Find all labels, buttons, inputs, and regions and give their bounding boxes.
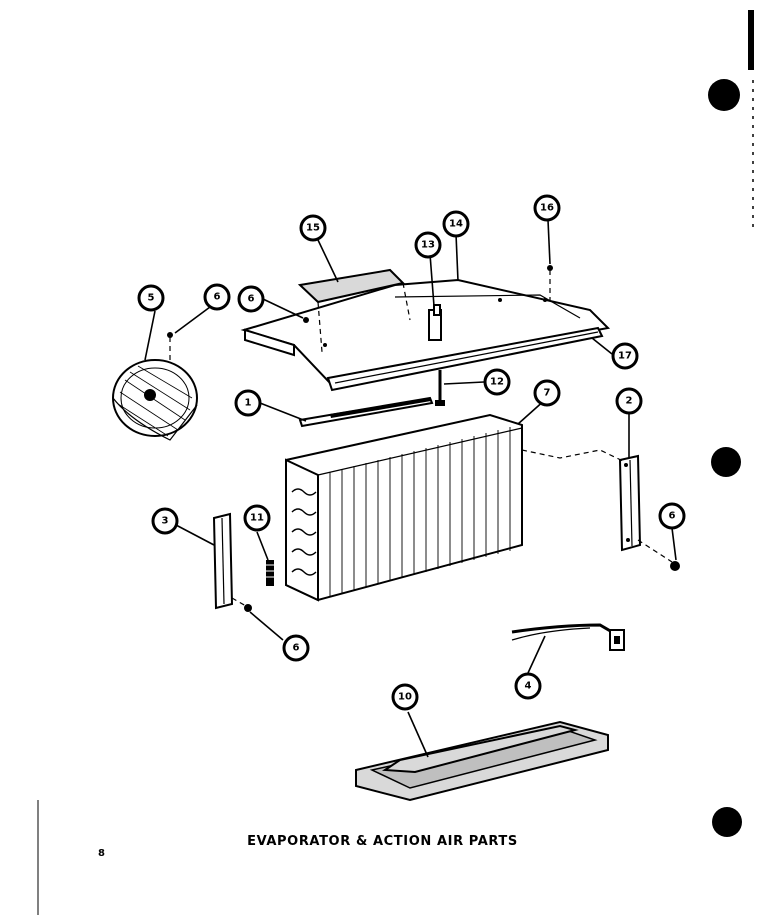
callout-2-label: 2	[626, 396, 633, 407]
part-14-top-panel	[240, 278, 611, 385]
part-12-screw	[435, 370, 445, 406]
callout-6c-label: 6	[669, 511, 676, 522]
callout-3-label: 3	[162, 516, 169, 527]
part-7-evaporator-coil	[285, 413, 523, 602]
screw-6-blower	[167, 332, 173, 338]
callout-10: 10	[391, 683, 419, 711]
callout-2: 2	[615, 387, 643, 415]
screw-6-top-left	[303, 317, 309, 323]
callout-16-label: 16	[540, 203, 554, 214]
screw-6-right	[670, 561, 680, 571]
callout-11: 11	[243, 504, 271, 532]
callout-4-label: 4	[525, 681, 532, 692]
screw-6-lower	[244, 604, 252, 612]
callout-6c: 6	[658, 502, 686, 530]
callout-3: 3	[151, 507, 179, 535]
callout-13: 13	[414, 231, 442, 259]
callout-17-label: 17	[618, 351, 632, 362]
callout-15-label: 15	[306, 223, 320, 234]
part-3-side-bracket	[212, 512, 234, 610]
diagram-caption: EVAPORATOR & ACTION AIR PARTS	[247, 834, 518, 849]
callout-6b-label: 6	[248, 294, 255, 305]
callout-13-label: 13	[421, 240, 435, 251]
part-2-side-bracket	[618, 454, 642, 552]
part-13-bracket	[428, 304, 442, 341]
callout-10-label: 10	[398, 692, 412, 703]
callout-6a: 6	[203, 283, 231, 311]
callout-6d-label: 6	[293, 643, 300, 654]
callout-12: 12	[483, 368, 511, 396]
callout-1-label: 1	[245, 398, 252, 409]
callout-17: 17	[611, 342, 639, 370]
callout-11-label: 11	[250, 513, 264, 524]
callout-12-label: 12	[490, 377, 504, 388]
callout-6b: 6	[237, 285, 265, 313]
callout-6a-label: 6	[214, 292, 221, 303]
part-4-wire-harness	[511, 623, 625, 651]
callout-5: 5	[137, 284, 165, 312]
part-1-gasket	[298, 396, 434, 428]
part-10-base-pan	[355, 720, 609, 802]
part-15-filter	[297, 268, 411, 353]
callout-7-label: 7	[544, 388, 551, 399]
callout-1: 1	[234, 389, 262, 417]
part-17-rail	[326, 326, 604, 392]
callout-5-label: 5	[148, 293, 155, 304]
scan-artifacts	[37, 10, 754, 915]
callout-4: 4	[514, 672, 542, 700]
page-number: 8	[98, 848, 105, 859]
callout-14-label: 14	[449, 219, 463, 230]
callout-7: 7	[533, 379, 561, 407]
part-5-blower-wheel	[112, 359, 198, 441]
callout-15: 15	[299, 214, 327, 242]
callout-6d: 6	[282, 634, 310, 662]
screw-16	[547, 265, 553, 271]
part-11-spring	[266, 560, 274, 586]
callout-14: 14	[442, 210, 470, 238]
callout-16: 16	[533, 194, 561, 222]
